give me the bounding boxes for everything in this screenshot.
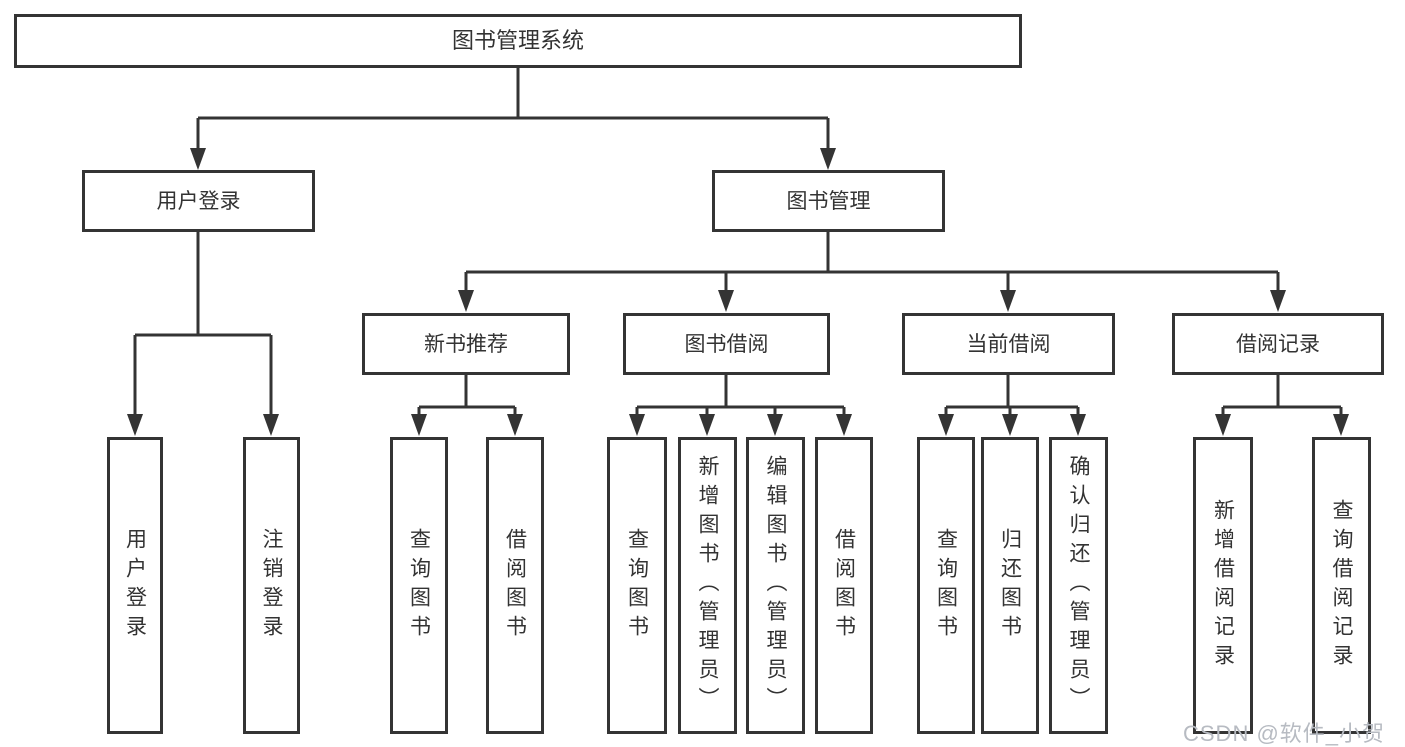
node-root-label: 图书管理系统	[451, 28, 584, 53]
node-borrowing-records: 借阅记录	[1172, 313, 1384, 375]
leaf-logout-label: 注销登录	[260, 527, 283, 644]
node-current-borrowing: 当前借阅	[902, 313, 1115, 375]
node-current-borrowing-label: 当前借阅	[966, 332, 1051, 356]
leaf-query-books-recommend: 查询图书	[390, 437, 448, 734]
leaf-query-books-current-label: 查询图书	[934, 527, 958, 644]
leaf-query-books-current: 查询图书	[917, 437, 975, 734]
node-book-management-label: 图书管理	[786, 189, 871, 213]
leaf-query-books-borrowing: 查询图书	[607, 437, 667, 734]
leaf-return-book: 归还图书	[981, 437, 1039, 734]
node-book-management: 图书管理	[712, 170, 945, 232]
leaf-return-book-label: 归还图书	[998, 527, 1022, 644]
node-user-login-label: 用户登录	[156, 189, 241, 213]
leaf-borrow-books-label: 借阅图书	[832, 527, 856, 644]
leaf-query-borrow-record: 查询借阅记录	[1312, 437, 1371, 734]
leaf-user-login-label: 用户登录	[123, 527, 147, 644]
leaf-add-borrow-record: 新增借阅记录	[1193, 437, 1253, 734]
leaf-borrow-books-recommend: 借阅图书	[486, 437, 544, 734]
node-user-login: 用户登录	[82, 170, 315, 232]
leaf-user-login: 用户登录	[107, 437, 163, 734]
node-new-book-recommend-label: 新书推荐	[424, 332, 508, 356]
leaf-confirm-return-admin: 确认归还（管理员）	[1049, 437, 1108, 734]
node-root: 图书管理系统	[14, 14, 1022, 68]
tree-edges	[133, 68, 1343, 418]
leaf-query-books-borrowing-label: 查询图书	[625, 527, 649, 644]
leaf-query-books-recommend-label: 查询图书	[407, 527, 431, 644]
leaf-borrow-books: 借阅图书	[815, 437, 873, 734]
leaf-edit-book-admin: 编辑图书（管理员）	[746, 437, 805, 734]
leaf-confirm-return-admin-label: 确认归还（管理员）	[1067, 455, 1090, 716]
node-book-borrowing: 图书借阅	[623, 313, 830, 375]
leaf-borrow-books-recommend-label: 借阅图书	[503, 527, 527, 644]
leaf-logout: 注销登录	[243, 437, 300, 734]
leaf-add-book-admin: 新增图书（管理员）	[678, 437, 737, 734]
leaf-edit-book-admin-label: 编辑图书（管理员）	[764, 455, 787, 716]
node-new-book-recommend: 新书推荐	[362, 313, 570, 375]
csdn-watermark: CSDN @软件_小贺同学	[1183, 721, 1386, 746]
leaf-add-borrow-record-label: 新增借阅记录	[1211, 498, 1235, 673]
leaf-add-book-admin-label: 新增图书（管理员）	[696, 455, 719, 716]
node-book-borrowing-label: 图书借阅	[684, 332, 769, 356]
node-borrowing-records-label: 借阅记录	[1236, 332, 1320, 356]
leaf-query-borrow-record-label: 查询借阅记录	[1330, 498, 1353, 673]
